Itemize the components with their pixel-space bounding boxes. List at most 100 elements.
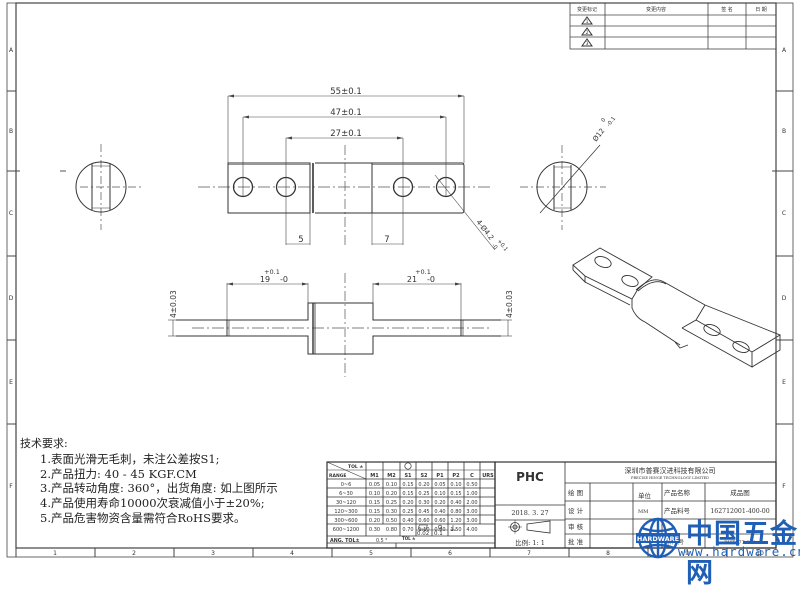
svg-text:1: 1	[586, 19, 589, 25]
svg-text:0.20: 0.20	[386, 491, 397, 497]
svg-text:1.00: 1.00	[466, 491, 477, 497]
outer-pitch-dim: 47±0.1	[330, 108, 361, 118]
svg-text:成品图: 成品图	[730, 488, 750, 497]
top-view: 55±0.1 47±0.1 27±0.1 5 7 4-Ø4.2 +0.1 -0	[198, 87, 509, 253]
svg-text:0.20: 0.20	[369, 518, 380, 524]
svg-text:-0: -0	[280, 275, 288, 284]
svg-text:0.05: 0.05	[434, 482, 445, 488]
svg-text:0.40: 0.40	[434, 509, 445, 515]
svg-text:HARDWARE: HARDWARE	[637, 535, 679, 543]
svg-text:10: 10	[756, 550, 764, 557]
dimension-arrows	[228, 94, 464, 140]
svg-text:0.5 °: 0.5 °	[376, 538, 388, 544]
svg-text:0.25: 0.25	[402, 509, 413, 515]
svg-text:0.30: 0.30	[418, 500, 429, 506]
svg-text:设 计: 设 计	[568, 506, 584, 515]
svg-text:0.60: 0.60	[434, 518, 445, 524]
svg-text:0.25: 0.25	[418, 491, 429, 497]
isometric-view	[572, 247, 782, 368]
svg-text:MM: MM	[638, 509, 648, 515]
svg-text:C: C	[782, 210, 786, 217]
svg-text:B: B	[9, 128, 13, 135]
svg-text:0.15: 0.15	[450, 491, 461, 497]
left-gap-dim: 5	[298, 235, 303, 245]
position-icon	[437, 524, 443, 530]
svg-text:URS: URS	[482, 473, 494, 479]
svg-text:变更标记: 变更标记	[577, 6, 597, 13]
svg-text:6: 6	[448, 550, 452, 557]
svg-text:1.50: 1.50	[450, 527, 461, 533]
svg-text:PHT177-001: PHT177-001	[724, 540, 756, 546]
thickness-left-dim: 4±0.03	[169, 290, 178, 318]
svg-text:0.15: 0.15	[369, 509, 380, 515]
svg-text:+0.1: +0.1	[415, 268, 431, 276]
hole-callout: 4-Ø4.2 +0.1 -0	[474, 218, 508, 252]
svg-text:产品名称: 产品名称	[664, 488, 691, 497]
svg-text:1.20: 1.20	[450, 518, 461, 524]
side-view: 19 -0 +0.1 21 -0 +0.1 4±0.03 4±0.03	[168, 268, 514, 377]
svg-text:3: 3	[211, 550, 215, 557]
svg-text:0.10: 0.10	[386, 482, 397, 488]
right-end-view: Ø12 0 -0.1	[520, 116, 617, 230]
svg-text:S2: S2	[420, 473, 428, 479]
watermark: HARDWARE 中国五金网 www.hardware.cn	[628, 512, 800, 589]
svg-text:0.50: 0.50	[466, 482, 477, 488]
svg-text:ANG. TOL±: ANG. TOL±	[330, 538, 360, 544]
svg-text:M2: M2	[387, 473, 396, 479]
svg-text:S1: S1	[404, 473, 412, 479]
svg-text:0.10: 0.10	[434, 491, 445, 497]
svg-text:2: 2	[132, 550, 136, 557]
svg-text:0: 0	[600, 117, 607, 124]
svg-text:单位: 单位	[638, 491, 652, 500]
svg-text:P2: P2	[452, 473, 460, 479]
svg-text:0.15: 0.15	[402, 491, 413, 497]
svg-text:审 核: 审 核	[568, 522, 584, 531]
left-end-view	[75, 144, 143, 230]
svg-text:4: 4	[290, 550, 294, 557]
right-length-dim: 21	[407, 275, 417, 284]
svg-text:0.25: 0.25	[386, 500, 397, 506]
flatness-icon	[417, 524, 428, 530]
inner-pitch-dim: 27±0.1	[330, 129, 361, 139]
note-item: 4.产品使用寿命10000次衰减值小于±20%;	[40, 496, 265, 511]
svg-text:2: 2	[586, 30, 589, 36]
svg-text:绘 图: 绘 图	[568, 488, 583, 497]
svg-text:3.00: 3.00	[466, 509, 477, 515]
globe-icon: HARDWARE	[636, 517, 680, 559]
revision-table: 变更标记 变更内容 签 名 日 期 1 2 3	[569, 2, 777, 50]
svg-text:D: D	[9, 295, 14, 302]
svg-text:120~300: 120~300	[334, 509, 357, 515]
svg-text:A: A	[9, 47, 14, 54]
notes-title: 技术要求:	[20, 437, 68, 450]
svg-text:4.00: 4.00	[466, 527, 477, 533]
right-gap-dim: 7	[384, 235, 389, 245]
svg-text:0.10: 0.10	[450, 482, 461, 488]
drawing-scale: 比例: 1: 1	[515, 538, 545, 547]
svg-text:0.80: 0.80	[386, 527, 397, 533]
diameter-callout: Ø12 0 -0.1	[591, 116, 617, 143]
svg-text:TOL ±: TOL ±	[348, 464, 363, 470]
svg-text:1: 1	[53, 550, 57, 557]
svg-text:E: E	[9, 379, 13, 386]
svg-text:0.40: 0.40	[402, 518, 413, 524]
svg-text:0~6: 0~6	[341, 482, 352, 488]
svg-text:8: 8	[606, 550, 610, 557]
drawing-date: 2018. 3. 27	[511, 509, 548, 517]
svg-text:变更内容: 变更内容	[646, 6, 666, 13]
tolerance-table: TOL ± RANGE M1 M2 S1 S2 P1 P2 C URS 0~6 …	[326, 461, 496, 549]
svg-text:4-Ø4.2: 4-Ø4.2	[474, 218, 495, 242]
left-length-dim: 19	[260, 275, 270, 284]
note-item: 5.产品危害物资含量需符合RoHS要求。	[40, 510, 246, 525]
svg-text:-0: -0	[427, 275, 435, 284]
company-name-en: PRECISE HINGE TECHNOLOGY LIMITED	[631, 476, 709, 480]
svg-text:签 名: 签 名	[721, 6, 733, 13]
svg-text:0.30: 0.30	[369, 527, 380, 533]
revision-triangle-icon	[581, 16, 593, 47]
svg-text:0.30: 0.30	[386, 509, 397, 515]
svg-text:2.00: 2.00	[466, 500, 477, 506]
svg-text:TOL ±: TOL ±	[402, 536, 415, 541]
technical-notes: 技术要求: 1.表面光滑无毛刺，未注公差按S1; 2.产品扭力: 40 - 45…	[20, 437, 278, 526]
svg-text:0.02: 0.02	[417, 531, 429, 537]
svg-text:批 准: 批 准	[568, 537, 584, 546]
svg-text:+0.1: +0.1	[264, 268, 280, 276]
